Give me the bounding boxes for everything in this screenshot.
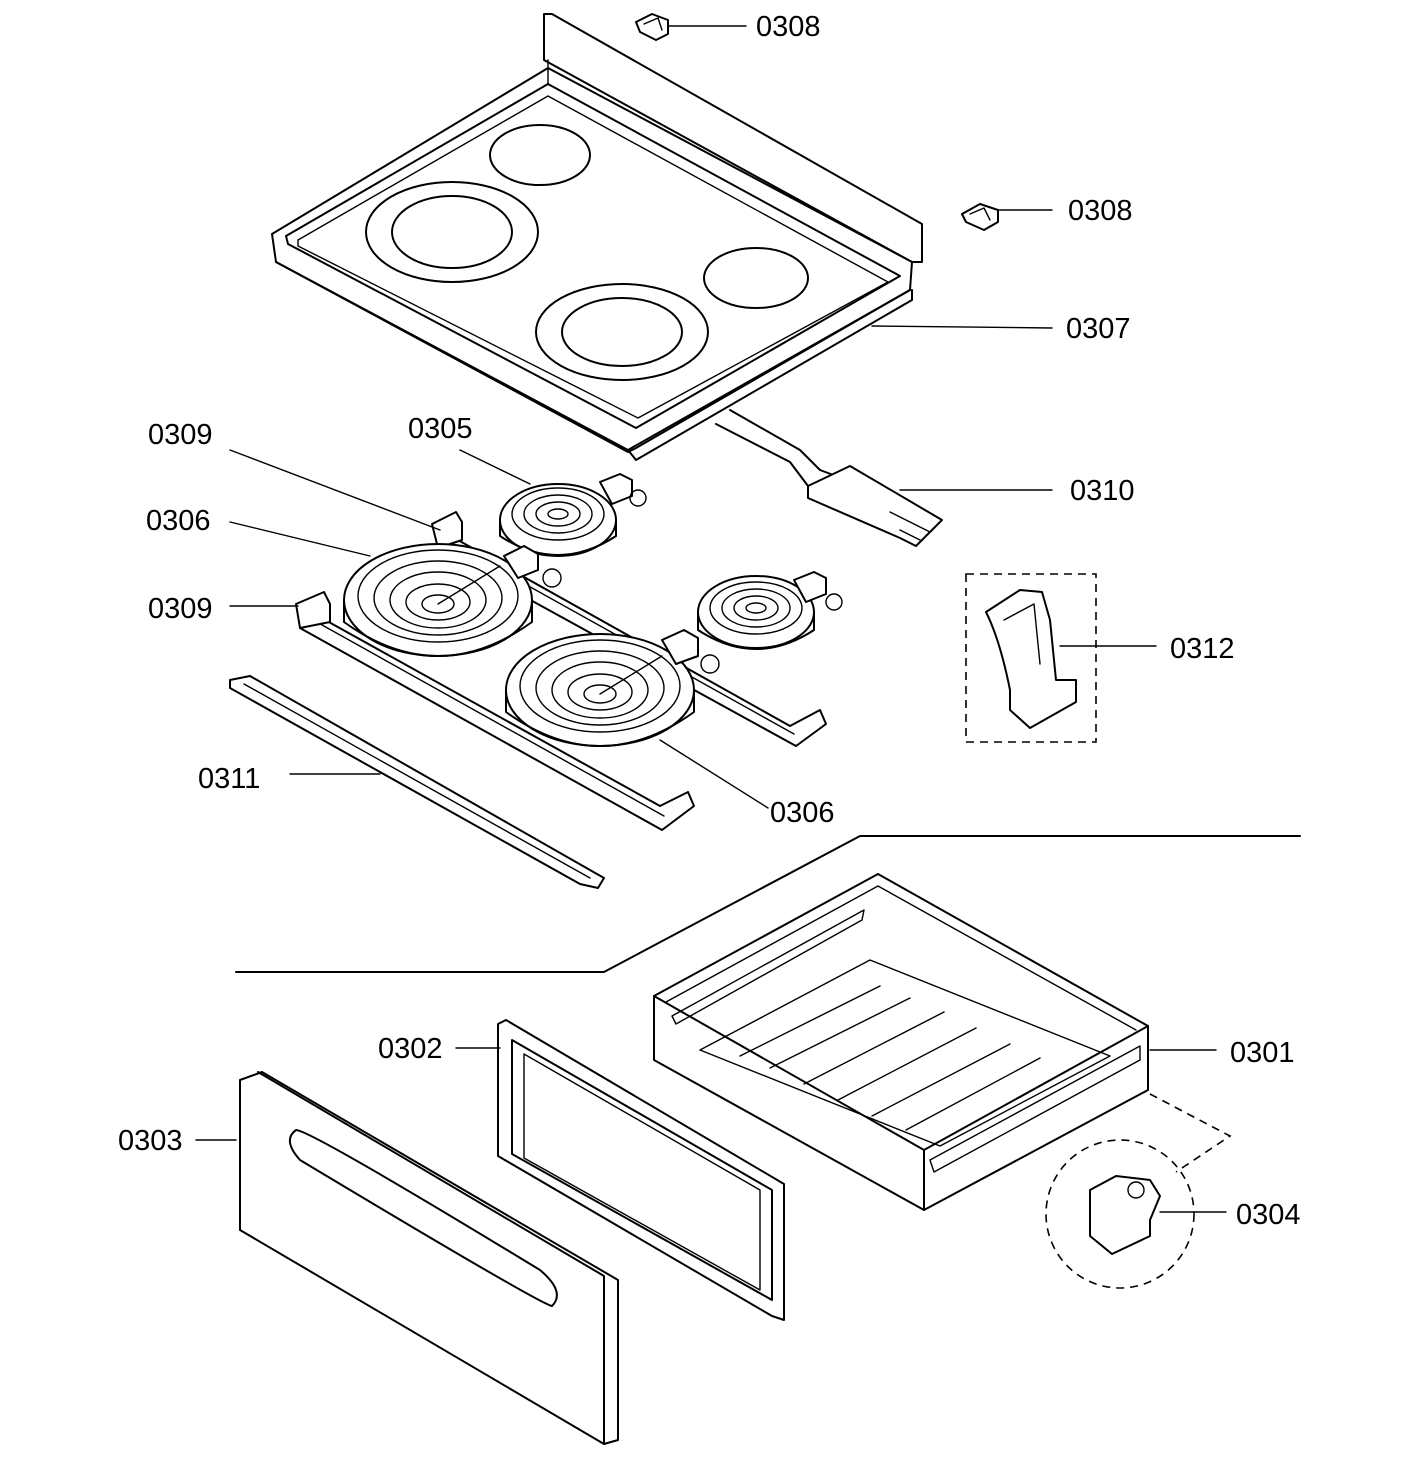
label-0302: 0302 [378,1033,443,1065]
surface-element-0306-front [505,629,720,747]
leader-lines [195,25,1227,1213]
label-0309-bottom: 0309 [148,593,213,625]
section-divider [235,835,1301,973]
label-0312: 0312 [1170,633,1235,665]
label-0306-left: 0306 [146,505,211,537]
label-0301: 0301 [1230,1037,1295,1069]
label-0308-right: 0308 [1068,195,1133,227]
clip-0308-top [635,13,669,41]
label-0304: 0304 [1236,1199,1301,1231]
label-0306-front: 0306 [770,797,835,829]
inset-0304 [1045,1093,1232,1289]
label-0311: 0311 [198,763,260,795]
label-0303: 0303 [118,1125,183,1157]
surface-element-right [697,571,843,650]
storage-drawer-0301 [653,873,1149,1211]
cooktop-glass-top [271,13,923,461]
label-0309-top: 0309 [148,419,213,451]
clip-0308-right [961,203,999,231]
inset-0312 [965,573,1097,743]
drawer-front-0303 [239,1071,619,1445]
label-0305: 0305 [408,413,473,445]
wire-harness-0310 [715,409,943,547]
surface-element-0305 [499,473,647,557]
label-0307: 0307 [1066,313,1131,345]
trim-strip-0311 [229,675,605,889]
drawer-liner-0302 [497,1019,785,1321]
label-0308-top: 0308 [756,11,821,43]
surface-element-0306-left [343,543,562,657]
label-0310: 0310 [1070,475,1135,507]
